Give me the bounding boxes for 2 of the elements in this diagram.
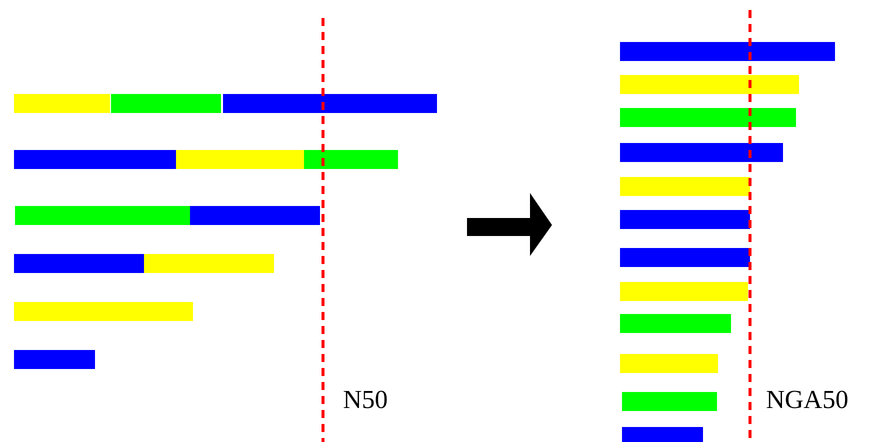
threshold-label: N50: [343, 385, 388, 415]
threshold-label: NGA50: [766, 385, 848, 415]
